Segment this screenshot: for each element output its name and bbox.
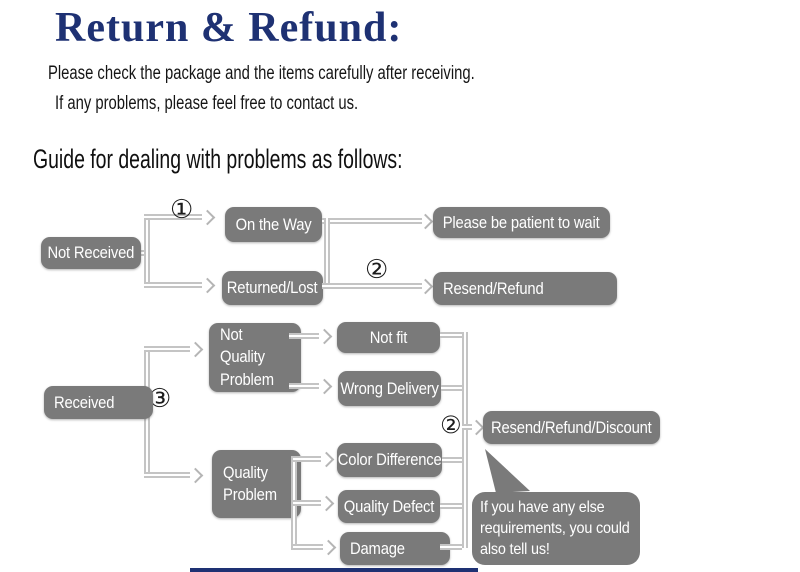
connector-qualitydefect-out: [440, 503, 462, 509]
bottom-divider-bar: [190, 568, 478, 572]
arrowhead-ontheway: [199, 209, 216, 226]
node-label: Wrong Delivery: [340, 378, 439, 398]
node-label: Damage: [350, 538, 405, 558]
arrowhead-resendrefund: [417, 278, 434, 295]
connector-to-notfit: [289, 333, 319, 339]
node-label: Returned/Lost: [227, 278, 318, 297]
connector-to-colordifference: [293, 456, 321, 462]
bubble-line-1: If you have any else: [480, 498, 605, 516]
arrowhead-resendrefunddiscount: [468, 419, 485, 436]
circled-number-2-row1: ②: [365, 255, 389, 285]
arrowhead-damage: [320, 539, 337, 556]
connector-to-damage: [293, 544, 323, 550]
node-label: Quality Problem: [223, 462, 277, 504]
node-label: Quality Defect: [343, 496, 435, 516]
arrowhead-notfit: [316, 328, 333, 345]
connector-notfit-out: [440, 332, 462, 338]
node-label: Resend/Refund: [443, 278, 544, 298]
connector-to-patientwait: [322, 218, 422, 224]
circled-number-3: ③: [148, 384, 172, 414]
node-label: Not Received: [47, 243, 135, 262]
node-damage: Damage: [340, 532, 450, 565]
node-resend-refund-discount: Resend/Refund/Discount: [483, 411, 660, 444]
circled-number-1: ①: [170, 195, 194, 225]
node-not-received: Not Received: [41, 237, 141, 269]
note-check-package: Please check the package and the items c…: [48, 63, 475, 84]
circled-number-2-row2: ②: [440, 411, 462, 439]
note-contact-us: If any problems, please feel free to con…: [55, 93, 359, 114]
connector-collector-rail: [462, 332, 468, 548]
node-resend-refund: Resend/Refund: [433, 272, 617, 305]
speech-bubble: If you have any else requirements, you c…: [472, 492, 640, 565]
node-label: Please be patient to wait: [443, 212, 600, 232]
arrowhead-qualityproblem: [187, 467, 204, 484]
guide-heading: Guide for dealing with problems as follo…: [33, 144, 403, 174]
node-wrong-delivery: Wrong Delivery: [338, 371, 441, 406]
arrowhead-notqualityproblem: [187, 341, 204, 358]
connector-colordifference-out: [442, 457, 462, 463]
node-returned-lost: Returned/Lost: [222, 271, 323, 305]
node-label: Received: [54, 392, 115, 412]
node-received: Received: [44, 386, 153, 419]
arrowhead-wrongdelivery: [316, 378, 333, 395]
connector-to-qualityproblem: [144, 472, 190, 478]
connector-to-ontheway: [144, 214, 202, 220]
connector-to-wrongdelivery: [289, 383, 319, 389]
arrowhead-returnedlost: [199, 277, 216, 294]
connector-to-notqualityproblem: [144, 346, 190, 352]
page-title: Return & Refund:: [55, 5, 403, 51]
node-quality-problem: Quality Problem: [212, 450, 301, 518]
node-label: Not fit: [369, 327, 408, 347]
node-not-fit: Not fit: [337, 322, 440, 353]
connector-to-resendrefund: [322, 283, 422, 289]
node-on-the-way: On the Way: [225, 207, 322, 242]
node-color-difference: Color Difference: [337, 443, 442, 477]
bubble-line-3: also tell us!: [480, 541, 550, 559]
connector-to-qualitydefect: [293, 500, 321, 506]
connector-to-returnedlost: [144, 282, 202, 288]
node-label: Not Quality Problem: [220, 324, 274, 389]
arrowhead-patientwait: [417, 213, 434, 230]
connector-notreceived-stub: [138, 250, 148, 256]
node-label: Color Difference: [337, 450, 442, 469]
arrowhead-colordifference: [318, 451, 335, 468]
node-label: Resend/Refund/Discount: [491, 417, 652, 437]
speech-bubble-tail: [485, 449, 530, 493]
connector-ontheway-drop: [324, 218, 330, 288]
node-not-quality-problem: Not Quality Problem: [209, 323, 301, 392]
node-patient-wait: Please be patient to wait: [433, 207, 610, 238]
connector-to-resendrefunddiscount: [462, 424, 472, 430]
arrowhead-qualitydefect: [318, 495, 335, 512]
bubble-line-2: requirements, you could: [480, 519, 630, 537]
node-quality-defect: Quality Defect: [338, 490, 440, 523]
connector-damage-out: [440, 544, 462, 550]
connector-notreceived-branch: [144, 216, 150, 288]
node-label: On the Way: [235, 214, 312, 234]
connector-wrongdelivery-out: [441, 385, 462, 391]
